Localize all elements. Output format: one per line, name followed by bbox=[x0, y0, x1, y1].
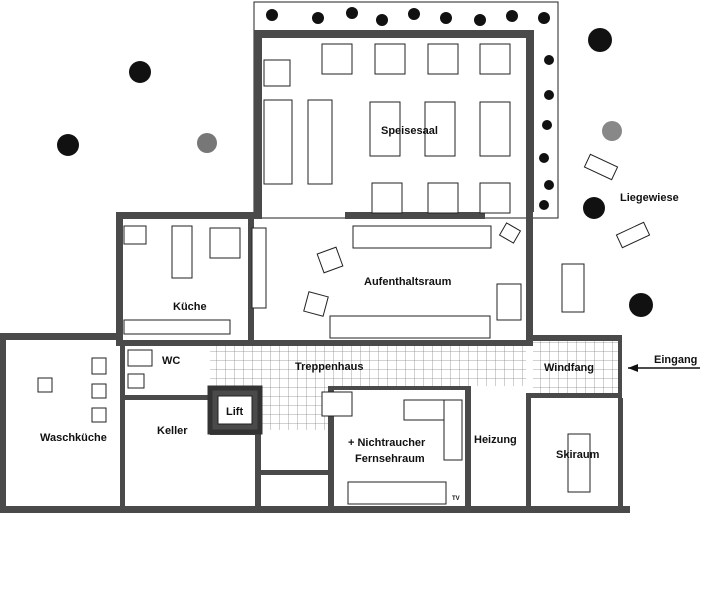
label-keller: Keller bbox=[157, 425, 188, 437]
label-kueche: Küche bbox=[173, 301, 207, 313]
label-eingang: Eingang bbox=[654, 354, 697, 366]
ski-rack bbox=[567, 433, 591, 493]
garden-furniture bbox=[561, 153, 651, 313]
label-treppenhaus: Treppenhaus bbox=[295, 361, 363, 373]
label-speisesaal: Speisesaal bbox=[381, 125, 438, 137]
terrace-bushes bbox=[253, 1, 559, 219]
label-heizung: Heizung bbox=[474, 434, 517, 446]
label-lift: Lift bbox=[226, 406, 243, 418]
label-tv: TV bbox=[452, 496, 460, 502]
label-windfang: Windfang bbox=[544, 362, 594, 374]
lift-shaft bbox=[207, 385, 353, 435]
label-wc: WC bbox=[162, 355, 180, 367]
trees bbox=[57, 28, 653, 317]
windfang-floor bbox=[533, 341, 618, 393]
label-waschkueche: Waschküche bbox=[40, 432, 107, 444]
kitchen-furniture bbox=[123, 225, 267, 335]
label-fernsehraum: Fernsehraum bbox=[355, 453, 425, 465]
hall-floor bbox=[262, 386, 328, 430]
entrance-arrow bbox=[628, 364, 700, 372]
dining-tables bbox=[263, 43, 511, 214]
label-nichtraucher: + Nichtraucher bbox=[348, 437, 426, 449]
exterior-walls bbox=[0, 30, 630, 513]
label-skiraum: Skiraum bbox=[556, 449, 600, 461]
treppenhaus-floor bbox=[210, 346, 526, 386]
label-liegewiese: Liegewiese bbox=[620, 192, 679, 204]
tv-room-furniture bbox=[347, 399, 463, 505]
fixtures bbox=[37, 349, 153, 423]
label-aufenthaltsraum: Aufenthaltsraum bbox=[364, 276, 452, 288]
lounge-furniture bbox=[303, 222, 522, 339]
